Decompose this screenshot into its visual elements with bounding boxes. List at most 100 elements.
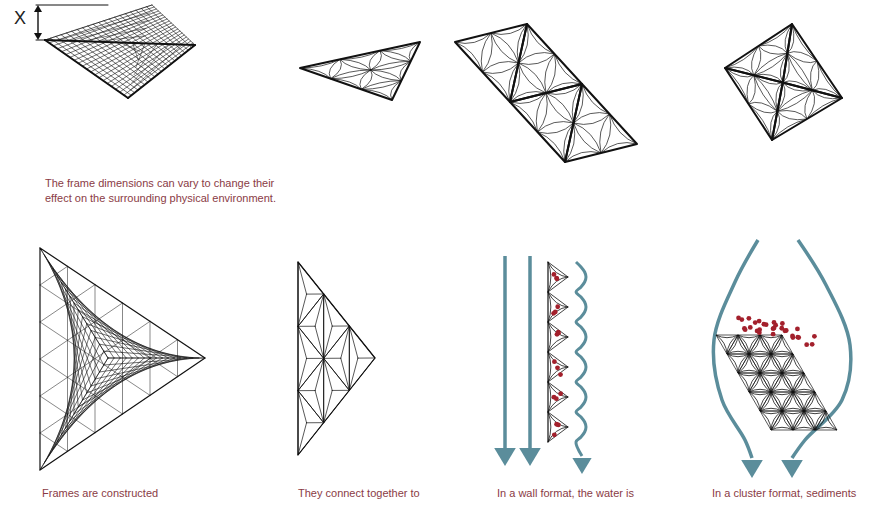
frame-edge	[455, 24, 527, 102]
frame-edge	[40, 248, 205, 470]
sediment-dot	[771, 332, 776, 337]
mesh-line	[548, 262, 568, 277]
mesh-line	[324, 326, 350, 390]
scallop-membrane	[519, 54, 555, 93]
mesh-line	[307, 294, 324, 295]
scallop-membrane	[510, 93, 546, 132]
scallop-membrane	[754, 53, 788, 82]
frame-diamond	[725, 24, 842, 140]
scallop-membrane	[601, 114, 637, 153]
sediment-dot	[753, 320, 758, 325]
single-frame	[300, 42, 420, 100]
scallop-membrane	[546, 84, 582, 123]
dimension-arrow	[34, 33, 42, 40]
cluster-format	[713, 240, 850, 478]
mesh-line	[122, 303, 123, 414]
caption-text: The frame dimensions can vary to change …	[45, 176, 290, 206]
frame-strip	[455, 24, 637, 162]
sediment-dot	[757, 330, 762, 335]
dimension-line	[36, 40, 45, 41]
mesh-line	[40, 303, 123, 359]
mesh-line	[40, 285, 178, 377]
mesh-line	[61, 282, 138, 358]
mesh-line	[130, 45, 183, 91]
scallop-membrane	[548, 322, 568, 352]
arrow-head	[572, 458, 591, 474]
mesh-line	[298, 326, 324, 390]
mesh-line	[804, 392, 826, 411]
mesh-line	[66, 317, 83, 428]
sediment-dot	[555, 365, 560, 370]
mesh-line	[40, 340, 178, 433]
mesh-line	[128, 45, 195, 98]
sediment-dot	[810, 342, 815, 347]
mesh-line	[133, 43, 139, 59]
mesh-line	[177, 340, 178, 377]
frame-edge	[45, 40, 195, 45]
mesh-line	[324, 358, 341, 359]
mesh-line	[66, 15, 163, 55]
scallop-membrane	[754, 46, 788, 75]
mesh-line	[548, 322, 568, 337]
frame-edge	[45, 40, 128, 98]
scallop-membrane	[815, 411, 837, 430]
frame-edge	[565, 84, 637, 162]
mesh-line	[815, 411, 837, 430]
sediment-dot	[782, 328, 787, 333]
scallop-membrane	[483, 63, 519, 102]
sediment-dot	[556, 331, 561, 336]
sediment-dot	[746, 316, 751, 321]
scallop-membrane	[574, 114, 610, 153]
scallop-membrane	[804, 392, 826, 411]
scallop-membrane	[371, 51, 411, 70]
mesh-line	[70, 21, 148, 41]
mesh-line	[332, 326, 349, 327]
sediment-dot	[771, 326, 776, 331]
scallop-membrane	[380, 42, 420, 61]
mesh-line	[58, 13, 151, 41]
dimension-label: X	[14, 8, 26, 28]
sediment-dot	[552, 432, 557, 437]
frame-edge	[128, 45, 195, 98]
sediment-dot	[772, 326, 777, 331]
mesh-line	[70, 17, 165, 57]
scallop-membrane	[574, 84, 610, 123]
mesh-line	[548, 427, 568, 442]
mesh-line	[100, 358, 193, 372]
mesh-line	[349, 326, 375, 390]
mesh-line	[298, 391, 324, 455]
sediment-dot	[743, 327, 748, 332]
sediment-dot	[796, 335, 801, 340]
mesh-line	[132, 44, 170, 82]
step-caption: In a cluster format, sediments	[712, 486, 856, 501]
arrow-head	[519, 448, 541, 466]
scallop-membrane	[519, 24, 555, 63]
sediment-dot	[554, 396, 559, 401]
mesh-line	[298, 294, 324, 358]
mesh-line	[95, 36, 144, 42]
dimension-line	[37, 9, 38, 36]
mesh-line	[298, 358, 324, 422]
water-flow-arrow	[503, 256, 507, 448]
scallop-membrane	[548, 412, 568, 442]
mesh-line	[307, 422, 324, 423]
frame-edge	[510, 84, 582, 162]
mesh-line	[40, 248, 108, 358]
sediment-dot	[558, 372, 563, 377]
scallop-membrane	[371, 61, 411, 80]
water-flow-arrow	[713, 240, 758, 458]
mesh-line	[124, 43, 193, 95]
scallop-membrane	[565, 123, 601, 162]
frame-edge	[300, 42, 420, 100]
mesh-line	[40, 266, 68, 285]
scallop-membrane	[546, 54, 582, 93]
mesh-line	[548, 397, 568, 412]
mesh-line	[62, 13, 161, 52]
mesh-line	[116, 39, 189, 89]
mesh-line	[332, 390, 349, 391]
mesh-line	[358, 358, 375, 359]
mesh-line	[298, 390, 315, 391]
scallop-membrane	[793, 373, 815, 392]
sediment-dot	[804, 342, 809, 347]
